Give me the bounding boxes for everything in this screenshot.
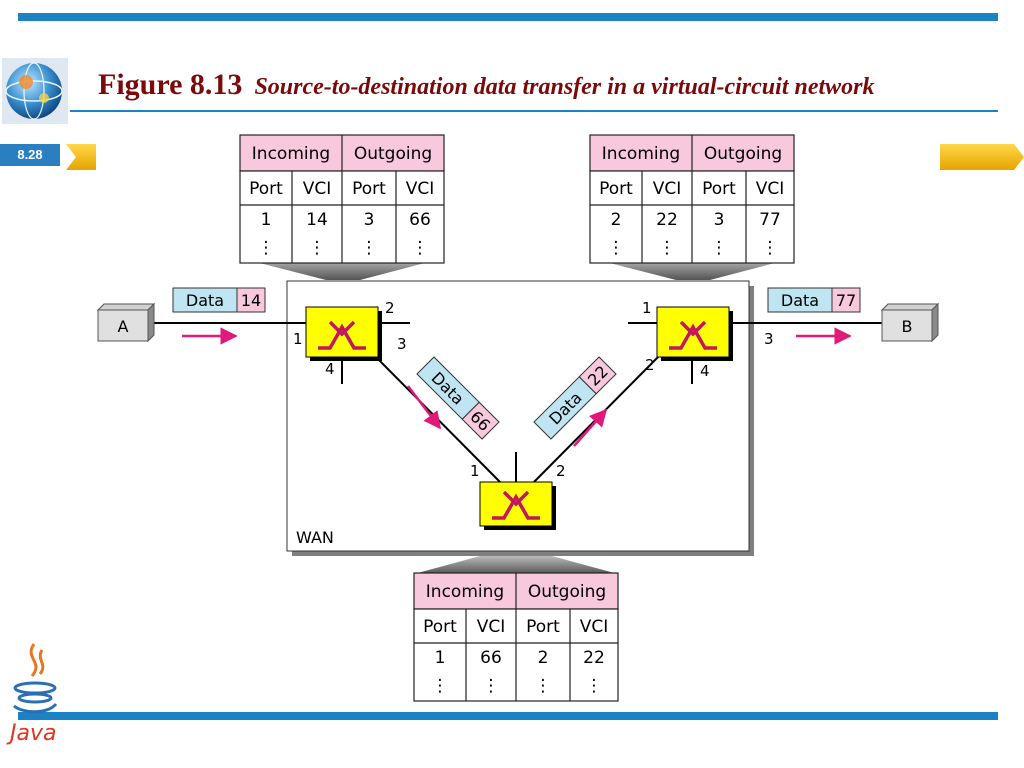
header-incoming: Incoming bbox=[602, 144, 680, 164]
header-port: Port bbox=[599, 179, 633, 199]
s3-port-2: 2 bbox=[556, 462, 566, 480]
slide-title: Figure 8.13 Source-to-destination data tr… bbox=[98, 68, 875, 102]
s2-port-2: 2 bbox=[645, 356, 655, 374]
host-a: A bbox=[96, 302, 156, 343]
s1-port-3: 3 bbox=[397, 335, 407, 353]
outgoing-vci: 22 bbox=[583, 648, 605, 668]
header-port: Port bbox=[526, 617, 560, 637]
packet-s3-s2: Data 22 bbox=[533, 356, 617, 440]
header-vci: VCI bbox=[580, 617, 609, 637]
header-incoming: Incoming bbox=[252, 144, 330, 164]
funnel-table-3 bbox=[414, 556, 618, 574]
s2-port-4: 4 bbox=[700, 362, 710, 380]
s2-port-3: 3 bbox=[764, 330, 774, 348]
header-port: Port bbox=[249, 179, 283, 199]
header-outgoing: Outgoing bbox=[354, 144, 432, 164]
incoming-vci: 14 bbox=[306, 210, 328, 230]
continuation-dots: ⋮ bbox=[361, 238, 378, 258]
header-outgoing: Outgoing bbox=[704, 144, 782, 164]
continuation-dots: ⋮ bbox=[659, 238, 676, 258]
header-port: Port bbox=[423, 617, 457, 637]
packet-a: Data 14 bbox=[172, 287, 266, 313]
packet-b-vci: 77 bbox=[836, 291, 856, 310]
page-number-badge: 8.28 bbox=[0, 144, 60, 166]
s1-port-4: 4 bbox=[325, 360, 335, 378]
arrow-s1-s3-icon bbox=[407, 385, 442, 430]
java-logo-icon: Java bbox=[6, 643, 58, 746]
continuation-dots: ⋮ bbox=[483, 676, 500, 696]
packet-a-vci: 14 bbox=[241, 291, 261, 310]
top-accent-bar bbox=[18, 13, 998, 21]
s1-port-1: 1 bbox=[293, 330, 303, 348]
outgoing-vci: 77 bbox=[759, 210, 781, 230]
switch-2-symbol-icon bbox=[669, 323, 717, 350]
figure-number: Figure 8.13 bbox=[98, 68, 243, 101]
switch-3-symbol-icon bbox=[492, 493, 540, 520]
ribbon-left bbox=[66, 144, 96, 170]
host-b-label: B bbox=[902, 317, 913, 336]
port-labels: 1 2 3 4 1 2 3 4 1 2 bbox=[293, 299, 774, 480]
continuation-dots: ⋮ bbox=[586, 676, 603, 696]
incoming-vci: 22 bbox=[656, 210, 678, 230]
java-logo-text: Java bbox=[6, 721, 56, 746]
host-b: B bbox=[880, 302, 940, 343]
switch-1 bbox=[305, 306, 382, 361]
links bbox=[150, 322, 882, 483]
continuation-dots: ⋮ bbox=[762, 238, 779, 258]
packet-a-data: Data bbox=[186, 291, 224, 310]
globe-logo-icon bbox=[2, 58, 68, 124]
header-vci: VCI bbox=[756, 179, 785, 199]
incoming-port: 1 bbox=[435, 648, 446, 668]
packet-b: Data 77 bbox=[767, 287, 861, 313]
header-vci: VCI bbox=[303, 179, 332, 199]
header-vci: VCI bbox=[653, 179, 682, 199]
header-port: Port bbox=[352, 179, 386, 199]
continuation-dots: ⋮ bbox=[432, 676, 449, 696]
outgoing-port: 2 bbox=[538, 648, 549, 668]
header-port: Port bbox=[702, 179, 736, 199]
arrow-s3-s2-icon bbox=[573, 408, 608, 447]
continuation-dots: ⋮ bbox=[711, 238, 728, 258]
direction-arrows bbox=[182, 327, 852, 447]
switch-1-symbol-icon bbox=[318, 323, 366, 350]
packet-b-data: Data bbox=[781, 291, 819, 310]
s3-port-1: 1 bbox=[470, 462, 480, 480]
switch-3 bbox=[479, 481, 556, 530]
switch-2 bbox=[656, 306, 733, 361]
incoming-vci: 66 bbox=[480, 648, 502, 668]
continuation-dots: ⋮ bbox=[412, 238, 429, 258]
continuation-dots: ⋮ bbox=[309, 238, 326, 258]
host-a-label: A bbox=[118, 317, 129, 336]
ribbon-right bbox=[940, 144, 1024, 170]
header-vci: VCI bbox=[406, 179, 435, 199]
outgoing-vci: 66 bbox=[409, 210, 431, 230]
title-rule bbox=[70, 110, 998, 112]
wan-label: WAN bbox=[296, 528, 334, 547]
header-outgoing: Outgoing bbox=[528, 582, 606, 602]
header-vci: VCI bbox=[477, 617, 506, 637]
figure-caption: Source-to-destination data transfer in a… bbox=[254, 74, 875, 100]
incoming-port: 2 bbox=[611, 210, 622, 230]
outgoing-port: 3 bbox=[364, 210, 375, 230]
continuation-dots: ⋮ bbox=[608, 238, 625, 258]
header-incoming: Incoming bbox=[426, 582, 504, 602]
s2-port-1: 1 bbox=[642, 299, 652, 317]
incoming-port: 1 bbox=[261, 210, 272, 230]
packet-s1-s3: Data 66 bbox=[416, 356, 500, 440]
outgoing-port: 3 bbox=[714, 210, 725, 230]
continuation-dots: ⋮ bbox=[535, 676, 552, 696]
bottom-accent-bar bbox=[18, 712, 998, 720]
continuation-dots: ⋮ bbox=[258, 238, 275, 258]
s1-port-2: 2 bbox=[385, 299, 395, 317]
